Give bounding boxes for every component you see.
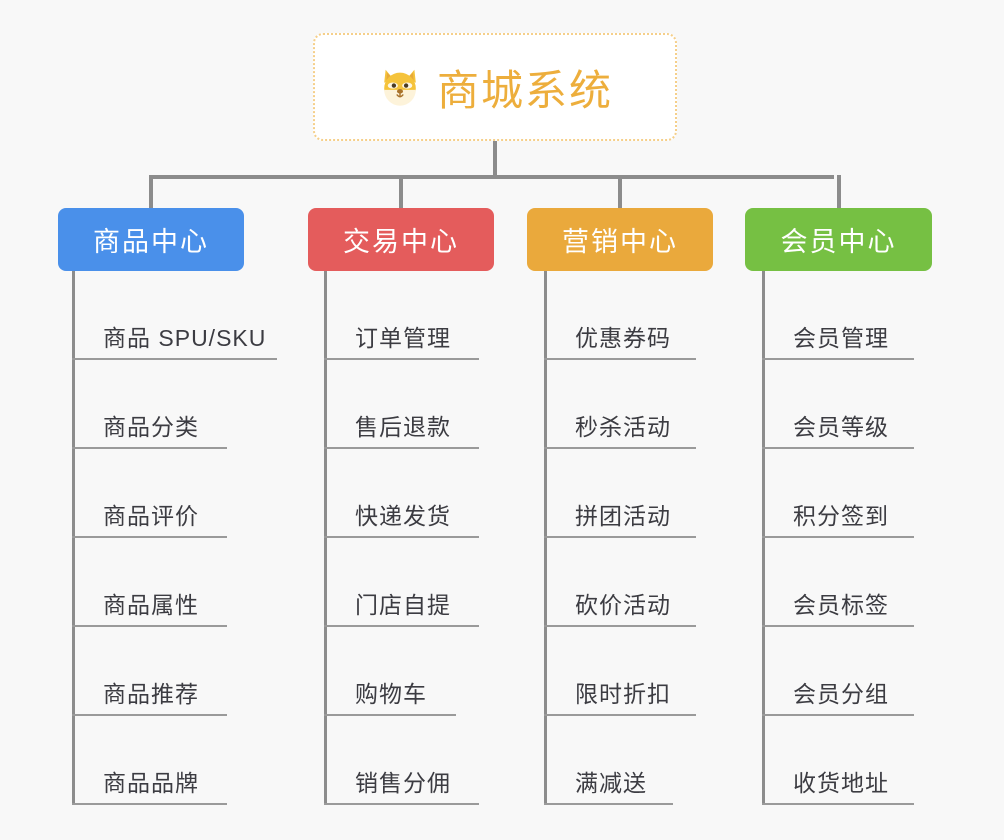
leaf-item[interactable]: 快递发货 (324, 449, 479, 538)
leaf-item-label: 销售分佣 (355, 770, 451, 796)
leaf-item-label: 会员标签 (793, 592, 889, 618)
leaf-item[interactable]: 商品评价 (72, 449, 227, 538)
leaf-item[interactable]: 会员等级 (762, 360, 914, 449)
category-box-trade-center[interactable]: 交易中心 (308, 208, 494, 271)
leaf-item[interactable]: 会员标签 (762, 538, 914, 627)
leaf-item-label: 会员管理 (793, 325, 889, 351)
leaf-item-underline (762, 625, 914, 627)
leaf-item[interactable]: 门店自提 (324, 538, 479, 627)
leaf-item-label: 秒杀活动 (575, 414, 671, 440)
leaf-item-label: 商品品牌 (103, 770, 199, 796)
leaf-item-underline (762, 803, 914, 805)
leaf-item[interactable]: 商品推荐 (72, 627, 227, 716)
leaf-item-underline (324, 625, 479, 627)
leaf-spine (544, 271, 547, 805)
leaf-item[interactable]: 商品分类 (72, 360, 227, 449)
connector-horizontal-bus (150, 175, 834, 179)
leaf-spine (324, 271, 327, 805)
leaf-item[interactable]: 销售分佣 (324, 716, 479, 805)
leaf-item-underline (72, 358, 277, 360)
connector-drop-product-center (149, 175, 153, 209)
leaf-item[interactable]: 商品品牌 (72, 716, 227, 805)
leaf-item-label: 快递发货 (355, 503, 451, 529)
leaf-item-label: 商品分类 (103, 414, 199, 440)
leaf-item-label: 满减送 (575, 770, 647, 796)
leaf-item-underline (544, 625, 696, 627)
leaf-item-label: 积分签到 (793, 503, 889, 529)
leaf-item[interactable]: 订单管理 (324, 271, 479, 360)
leaf-item[interactable]: 商品属性 (72, 538, 227, 627)
leaf-item[interactable]: 拼团活动 (544, 449, 696, 538)
leaf-item[interactable]: 满减送 (544, 716, 673, 805)
leaf-item[interactable]: 限时折扣 (544, 627, 696, 716)
connector-drop-marketing-center (618, 175, 622, 209)
leaf-item-label: 拼团活动 (575, 503, 671, 529)
leaf-item[interactable]: 收货地址 (762, 716, 914, 805)
leaf-item-label: 会员等级 (793, 414, 889, 440)
leaf-item-underline (762, 536, 914, 538)
leaf-spine (762, 271, 765, 805)
leaf-item-underline (762, 358, 914, 360)
dog-face-icon (377, 64, 423, 110)
leaf-item-underline (544, 536, 696, 538)
category-box-member-center[interactable]: 会员中心 (745, 208, 932, 271)
connector-drop-trade-center (399, 175, 403, 209)
leaf-item-label: 商品 SPU/SKU (103, 325, 267, 351)
leaf-item[interactable]: 砍价活动 (544, 538, 696, 627)
leaf-spine (72, 271, 75, 805)
leaf-item-label: 限时折扣 (575, 681, 671, 707)
leaf-item-underline (72, 536, 227, 538)
leaf-item-label: 门店自提 (355, 592, 451, 618)
leaf-item[interactable]: 秒杀活动 (544, 360, 696, 449)
leaf-item[interactable]: 积分签到 (762, 449, 914, 538)
category-label: 商品中心 (93, 227, 209, 257)
leaf-item-underline (324, 714, 456, 716)
leaf-item-label: 商品推荐 (103, 681, 199, 707)
leaf-item-underline (762, 714, 914, 716)
leaf-item[interactable]: 售后退款 (324, 360, 479, 449)
leaf-item-underline (544, 714, 696, 716)
leaf-item-label: 售后退款 (355, 414, 451, 440)
root-node[interactable]: 商城系统 (313, 33, 677, 141)
leaf-item-underline (324, 803, 479, 805)
leaf-item-label: 订单管理 (355, 325, 451, 351)
leaf-item[interactable]: 商品 SPU/SKU (72, 271, 277, 360)
leaf-item-underline (72, 625, 227, 627)
category-label: 营销中心 (562, 227, 678, 257)
category-label: 交易中心 (343, 227, 459, 257)
leaf-item-underline (72, 447, 227, 449)
leaf-item[interactable]: 购物车 (324, 627, 456, 716)
leaf-item[interactable]: 会员管理 (762, 271, 914, 360)
leaf-item-underline (72, 714, 227, 716)
leaf-item-label: 收货地址 (793, 770, 889, 796)
leaf-item-label: 商品属性 (103, 592, 199, 618)
leaf-item-underline (544, 803, 673, 805)
connector-root-stem (493, 141, 497, 178)
leaf-item-label: 商品评价 (103, 503, 199, 529)
leaf-item-underline (544, 447, 696, 449)
leaf-item-label: 砍价活动 (575, 592, 671, 618)
leaf-item-underline (544, 358, 696, 360)
category-box-marketing-center[interactable]: 营销中心 (527, 208, 713, 271)
leaf-item-label: 会员分组 (793, 681, 889, 707)
leaf-item-underline (762, 447, 914, 449)
leaf-item-underline (324, 447, 479, 449)
root-title: 商城系统 (436, 66, 613, 114)
category-box-product-center[interactable]: 商品中心 (58, 208, 244, 271)
leaf-item[interactable]: 会员分组 (762, 627, 914, 716)
leaf-item-label: 购物车 (355, 681, 427, 707)
connector-drop-member-center (836, 175, 841, 209)
leaf-item-underline (324, 536, 479, 538)
leaf-item-underline (324, 358, 479, 360)
leaf-item[interactable]: 优惠券码 (544, 271, 696, 360)
leaf-item-underline (72, 803, 227, 805)
leaf-item-label: 优惠券码 (575, 325, 671, 351)
category-label: 会员中心 (780, 227, 897, 257)
